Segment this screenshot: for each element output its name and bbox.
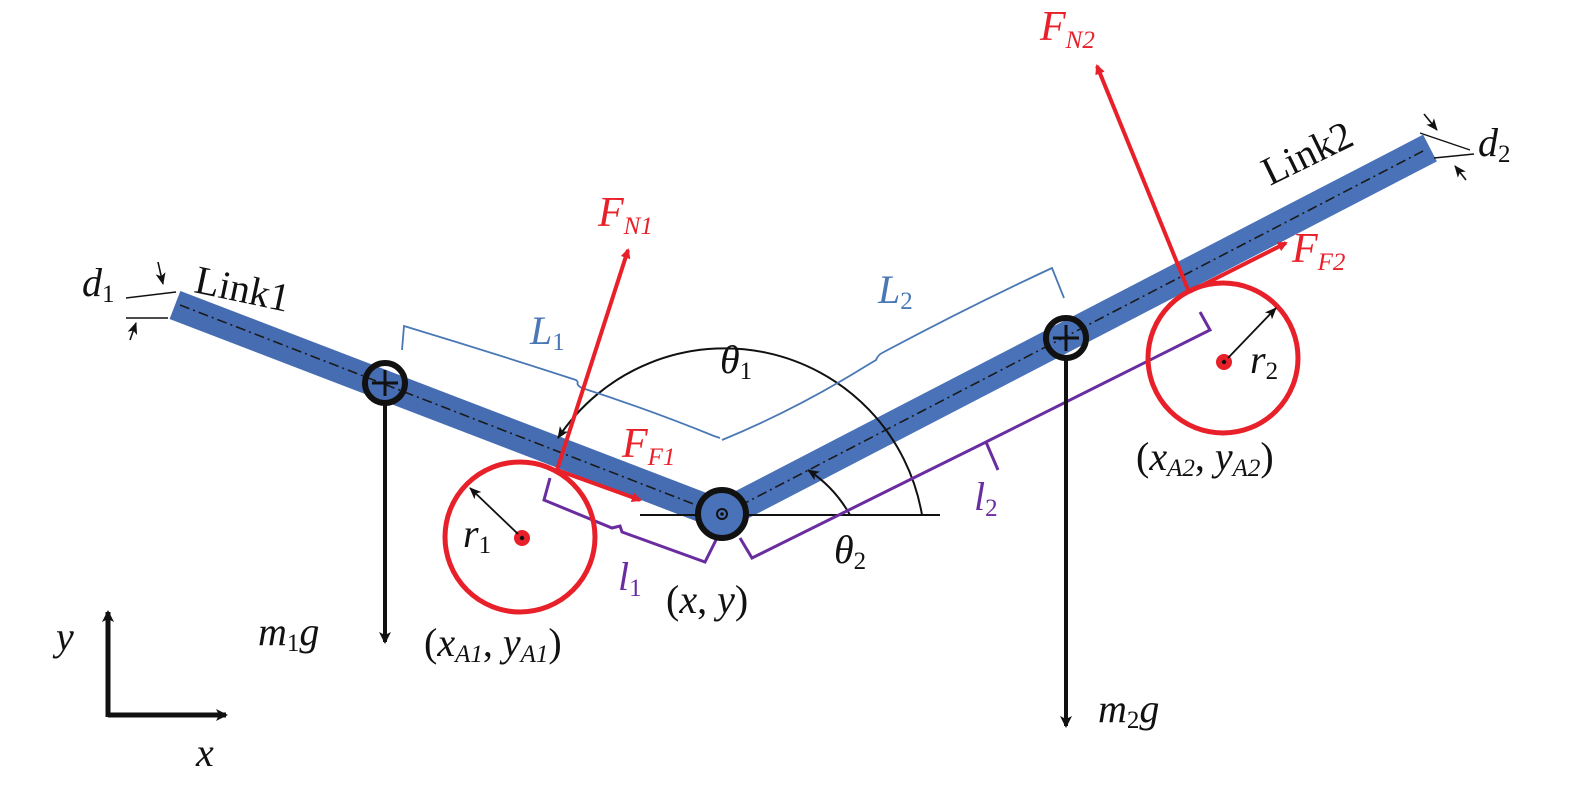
- l2-label: l2: [974, 474, 998, 522]
- l1-label: l1: [618, 554, 642, 602]
- r2-label: r2: [1250, 337, 1278, 385]
- FN1-label: FN1: [597, 190, 653, 240]
- r1-arrow: [469, 487, 519, 535]
- d1-label: d1: [82, 260, 115, 308]
- x-axis-label: x: [195, 730, 214, 775]
- joint-coordinate-label: (x, y): [666, 577, 748, 622]
- FN1-arrow: [555, 248, 631, 471]
- m1g-label: m1g: [258, 609, 319, 657]
- A1-coordinate-label: (xA1, yA1): [424, 620, 562, 668]
- link1-centerline: [179, 304, 723, 516]
- theta1-label: θ1: [720, 337, 752, 385]
- link2-centerline: [721, 149, 1426, 516]
- L1-brace: [401, 324, 721, 439]
- l2-bracket: [738, 311, 1213, 560]
- L1-label: L1: [529, 308, 565, 356]
- l1-bracket: [542, 477, 718, 564]
- d2-dimension: [1419, 113, 1475, 181]
- central-joint: [695, 487, 749, 541]
- r1-label: r1: [463, 511, 491, 559]
- link1-bar-edge: [169, 290, 728, 530]
- FF1-arrow: [556, 468, 642, 502]
- L2-label: L2: [877, 267, 913, 315]
- FN2-label: FN2: [1039, 4, 1095, 54]
- L2-brace: [721, 266, 1065, 441]
- theta1-arc: [557, 347, 923, 516]
- FF2-arrow: [1188, 241, 1288, 294]
- m2g-label: m2g: [1098, 686, 1159, 734]
- y-axis-label: y: [52, 614, 74, 659]
- r2-arrow: [1227, 307, 1277, 359]
- wheel1: [442, 459, 598, 615]
- d1-dimension: [125, 261, 177, 341]
- FN2-arrow: [1095, 64, 1191, 293]
- FF2-label: FF2: [1291, 226, 1345, 276]
- wheel2: [1145, 280, 1301, 436]
- theta2-label: θ2: [834, 527, 866, 575]
- d2-label: d2: [1478, 120, 1511, 168]
- FF1-label: FF1: [621, 421, 675, 471]
- A2-coordinate-label: (xA2, yA2): [1136, 434, 1274, 482]
- link2-bar: [715, 134, 1437, 529]
